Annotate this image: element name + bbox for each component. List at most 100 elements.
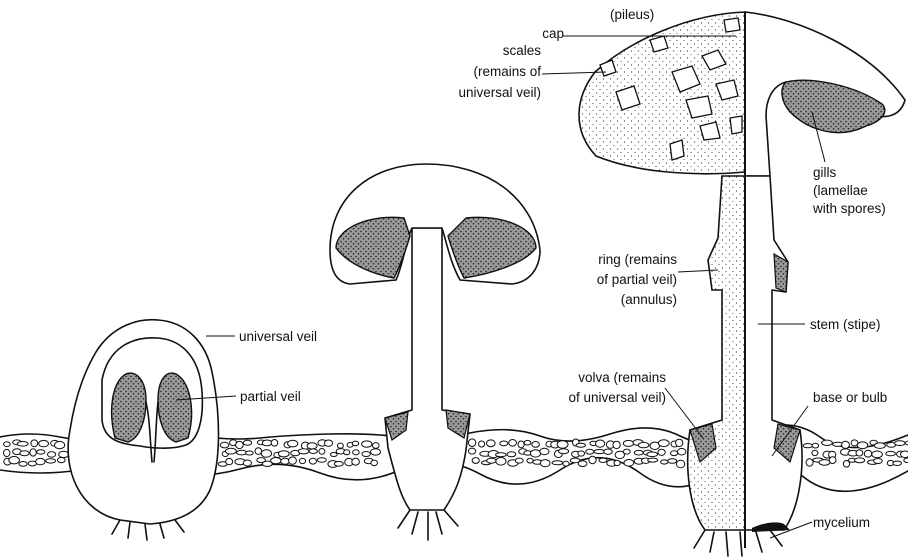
soil-pebble — [371, 449, 381, 455]
soil-pebble — [678, 448, 686, 455]
soil-pebble — [895, 441, 906, 446]
soil-pebble — [472, 458, 479, 464]
label-volva-1: volva (remains — [578, 370, 666, 385]
label-base: base or bulb — [813, 390, 887, 405]
soil-pebble — [812, 450, 818, 455]
soil-pebble — [226, 458, 233, 464]
soil-pebble — [271, 458, 282, 464]
soil-pebble — [3, 449, 9, 456]
soil-pebble — [530, 450, 540, 457]
soil-pebble — [334, 462, 343, 467]
soil-pebble — [55, 441, 65, 448]
label-stem: stem (stipe) — [810, 317, 881, 332]
mature-roots — [694, 530, 782, 556]
soil-pebble — [658, 449, 665, 455]
soil-pebble — [487, 458, 496, 463]
soil-pebble — [289, 457, 297, 464]
soil-pebble — [822, 440, 833, 445]
soil-pebble — [281, 458, 290, 464]
soil-pebble — [658, 440, 669, 447]
soil-pebble — [857, 442, 868, 449]
label-gills-2: (lamellae — [813, 183, 868, 198]
label-cap: cap — [542, 26, 564, 41]
soil-pebble — [812, 443, 818, 448]
soil-pebble — [589, 456, 596, 463]
soil-pebble — [803, 444, 812, 448]
label-gills-1: gills — [813, 165, 837, 180]
label-volva-2: of universal veil) — [568, 390, 666, 405]
soil-pebble — [856, 450, 863, 456]
soil-pebble — [236, 441, 244, 448]
soil-pebble — [540, 448, 549, 454]
soil-pebble — [613, 441, 620, 448]
soil-pebble — [344, 450, 350, 455]
label-universal-veil: universal veil — [239, 329, 317, 344]
soil-pebble — [594, 450, 605, 454]
soil-pebble — [496, 458, 506, 466]
soil-pebble — [298, 449, 308, 454]
soil-pebble — [563, 461, 569, 466]
soil-pebble — [904, 458, 908, 463]
label-scales-1: scales — [503, 43, 542, 58]
soil-pebble — [540, 460, 550, 467]
soil-pebble — [373, 443, 380, 449]
soil-pebble — [671, 451, 678, 456]
soil-pebble — [371, 460, 378, 466]
label-gills-3: with spores) — [812, 201, 886, 216]
soil-pebble — [886, 451, 896, 455]
soil-pebble — [9, 457, 20, 464]
soil-pebble — [661, 460, 668, 464]
soil-pebble — [532, 442, 540, 448]
soil-pebble — [324, 440, 332, 446]
soil-pebble — [319, 449, 325, 455]
soil-pebble — [829, 457, 836, 464]
soil-pebble — [893, 461, 902, 465]
soil-pebble — [668, 459, 677, 464]
soil-pebble — [624, 460, 634, 467]
soil-pebble — [638, 442, 649, 447]
soil-pebble — [46, 459, 56, 463]
button-stage — [68, 320, 218, 540]
soil-pebble — [353, 450, 360, 455]
soil-pebble — [37, 450, 45, 454]
soil-pebble — [578, 451, 585, 456]
soil-pebble — [226, 448, 237, 454]
label-partial-veil: partial veil — [240, 389, 301, 404]
soil-pebble — [806, 459, 813, 466]
soil-pebble — [468, 439, 475, 447]
soil-pebble — [255, 448, 262, 455]
soil-pebble — [518, 441, 524, 448]
soil-pebble — [604, 449, 613, 454]
soil-pebble — [623, 440, 633, 446]
soil-pebble — [559, 449, 569, 454]
label-ring-3: (annulus) — [621, 292, 677, 307]
soil-pebble — [309, 458, 316, 464]
soil-pebble — [819, 460, 830, 466]
mature-stem-section — [745, 176, 802, 530]
soil-pebble — [39, 440, 49, 446]
label-scales-3: universal veil) — [458, 85, 541, 100]
soil-pebble — [874, 443, 885, 449]
soil-pebble — [362, 452, 370, 457]
soil-pebble — [676, 439, 683, 446]
mature-stem-exterior — [688, 176, 745, 530]
soil-pebble — [271, 440, 278, 447]
soil-pebble — [509, 440, 517, 447]
soil-pebble — [352, 441, 358, 446]
soil-pebble — [309, 449, 317, 454]
label-ring-2: of partial veil) — [597, 272, 677, 287]
soil-pebble — [614, 460, 620, 465]
soil-pebble — [330, 453, 337, 457]
soil-pebble — [864, 450, 871, 457]
soil-pebble — [500, 441, 508, 446]
soil-pebble — [337, 443, 343, 448]
soil-pebble — [362, 441, 372, 447]
soil-pebble — [842, 441, 850, 448]
soil-pebble — [479, 441, 485, 447]
label-ring-1: ring (remains — [598, 252, 677, 267]
soil-pebble — [261, 450, 271, 457]
soil-pebble — [317, 458, 326, 462]
soil-pebble — [469, 448, 476, 454]
soil-pebble — [487, 440, 496, 447]
soil-pebble — [288, 440, 298, 447]
